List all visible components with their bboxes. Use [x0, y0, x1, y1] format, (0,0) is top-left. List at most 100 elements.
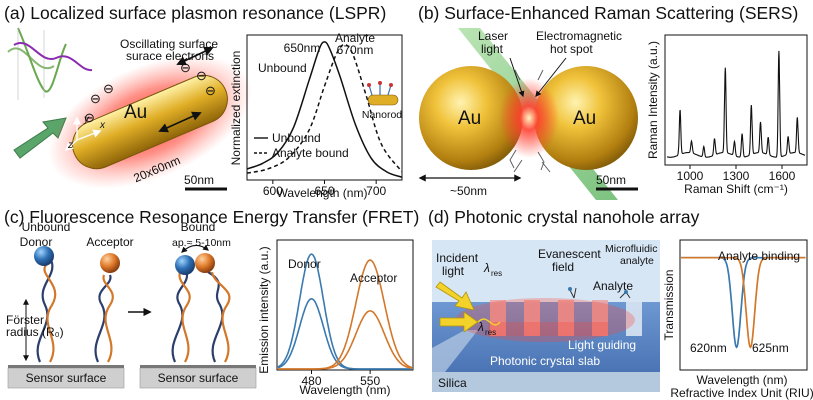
transmission-xlabel: Wavelength (nm)	[697, 373, 788, 387]
lspr-series-0	[246, 41, 403, 178]
coupled-wave	[477, 318, 501, 326]
nanoholes	[490, 300, 642, 336]
sers-chart: 1000 1300 1600 Raman Shift (cm⁻¹) Raman In…	[646, 34, 808, 196]
sers-tick-label-2: 1600	[769, 169, 796, 183]
wave-green	[17, 27, 67, 93]
nanorod-label: Nanorod	[362, 109, 402, 121]
acceptor-label: Acceptor	[86, 235, 133, 249]
sers-ylabel: Raman Intensity (a.u.)	[646, 41, 660, 159]
lspr-series-1	[246, 43, 403, 174]
sers-frame	[664, 34, 808, 166]
wave-purple	[13, 42, 93, 72]
incident-arrow-1	[435, 281, 475, 311]
hot-spot	[499, 78, 559, 158]
fret-ylabel: Emission intensity (a.u.)	[257, 246, 271, 373]
dna-strand-right-1	[171, 269, 189, 363]
electron-3: ⊖	[84, 110, 95, 125]
legend-bound: Analyte bound	[272, 146, 349, 160]
acceptor-sphere-left	[100, 253, 120, 273]
approach-arrow	[181, 244, 209, 253]
em-label-2: hot spot	[550, 42, 593, 56]
sers-tick-label-1: 1300	[723, 169, 750, 183]
sers-tick-label-0: 1000	[677, 169, 704, 183]
coupler-region	[432, 330, 478, 372]
panel-c-illustration: Sensor surface Sensor surface Förster ra…	[6, 220, 257, 389]
electrons: ⊖ ⊖ ⊖ ⊖ ⊖ ⊖	[84, 60, 216, 125]
fret-tick-label-0: 480	[301, 374, 321, 388]
lspr-ylabel: Normalized extinction	[229, 51, 243, 166]
panel-d-illustration: Silica Incident light λ res λ res Evanes…	[432, 240, 660, 392]
incident-arrow-2	[439, 311, 479, 333]
panel-c-title: (c) Fluorescence Resonance Energy Transf…	[4, 207, 420, 227]
electron-2: ⊖	[103, 81, 114, 96]
microfluidic-label-2: analyte	[620, 255, 654, 267]
slab-label: Photonic crystal slab	[490, 354, 600, 368]
forster-label-1: Förster	[6, 313, 44, 327]
lspr-curves	[246, 41, 403, 178]
dna-strand-left-4	[102, 274, 114, 363]
transmission-dip-1	[681, 256, 806, 349]
fret-donor-curve-1	[277, 297, 412, 370]
molecules	[509, 69, 551, 173]
peak1-label: 620nm	[690, 341, 727, 355]
axis-y-label: y	[83, 114, 90, 125]
approx-label: ap.≈ 5-10nm	[172, 237, 231, 249]
dna-strand-left-2	[43, 264, 57, 363]
sers-xlabel: Raman Shift (cm⁻¹)	[684, 182, 788, 196]
donor-sphere-right	[175, 255, 195, 275]
axis-z-label: z	[67, 140, 73, 151]
guided-mode	[488, 322, 608, 336]
incident-label-1: Incident	[436, 251, 479, 265]
wave-axis-lines	[17, 28, 45, 100]
sers-xticks: 1000 1300 1600	[677, 165, 796, 183]
au-left-label: Au	[458, 108, 481, 129]
axis-x-label: x	[99, 120, 106, 131]
legend-unbound: Unbound	[272, 131, 321, 145]
transmission-dip-0	[681, 256, 806, 349]
transmission-curves	[681, 256, 806, 349]
lspr-ann-650: 650nm	[284, 41, 321, 55]
panel-b-illustration: Au Au Laser light Electromagnetic hot sp…	[418, 28, 638, 200]
laser-pointer	[509, 57, 525, 98]
light-guiding-label: Light guiding	[568, 338, 636, 352]
em-label-1: Electromagnetic	[536, 29, 622, 43]
electron-5: ⊖	[196, 68, 207, 83]
axis-z-arrow	[64, 139, 78, 152]
donor-label: Donor	[20, 235, 53, 249]
sensor-edge-left	[8, 365, 124, 368]
fret-curves	[277, 253, 413, 370]
electron-6: ⊖	[205, 83, 216, 98]
sers-spectrum	[667, 50, 806, 158]
ligand-dot-2	[378, 81, 382, 85]
dna-strand-left-3	[94, 274, 112, 363]
transmission-frame	[679, 239, 808, 371]
lambda-top: λ	[483, 261, 490, 275]
sensor-label-right: Sensor surface	[158, 371, 239, 385]
binding-label: Analyte binding	[718, 249, 800, 263]
sensor-label-left: Sensor surface	[26, 371, 107, 385]
fret-xlabel: Wavelength (nm)	[300, 383, 391, 397]
electron-4: ⊖	[180, 60, 191, 75]
panel-d-title: (d) Photonic crystal nanohole array	[428, 207, 700, 227]
lspr-tick-label-0: 600	[263, 184, 283, 198]
lspr-tick-label-1: 650	[314, 184, 334, 198]
ligand-dot-1	[367, 83, 371, 87]
oscillation-arrow	[176, 46, 214, 66]
silica-label: Silica	[438, 376, 467, 390]
sensor-edge-right	[140, 365, 256, 368]
panel-a-illustration: ⊖ ⊖ ⊖ ⊖ ⊖ ⊖ x y z Au Oscillating surface…	[7, 27, 252, 191]
scale-label-a: 50nm	[184, 173, 214, 187]
lambda-bottom: λ	[477, 320, 484, 334]
au-sphere-left	[419, 66, 523, 170]
lspr-tick-label-2: 700	[366, 184, 386, 198]
lspr-ann-unbound: Unbound	[258, 61, 307, 75]
fret-acceptor-curve-1	[278, 310, 413, 370]
analyte-dot-1	[568, 287, 572, 291]
fret-acceptor-label: Acceptor	[350, 271, 397, 285]
peak2-label: 625nm	[752, 341, 789, 355]
bound-label: Bound	[181, 220, 216, 234]
dna-strand-right-4	[210, 271, 231, 363]
analyte-dot-2	[624, 290, 628, 294]
